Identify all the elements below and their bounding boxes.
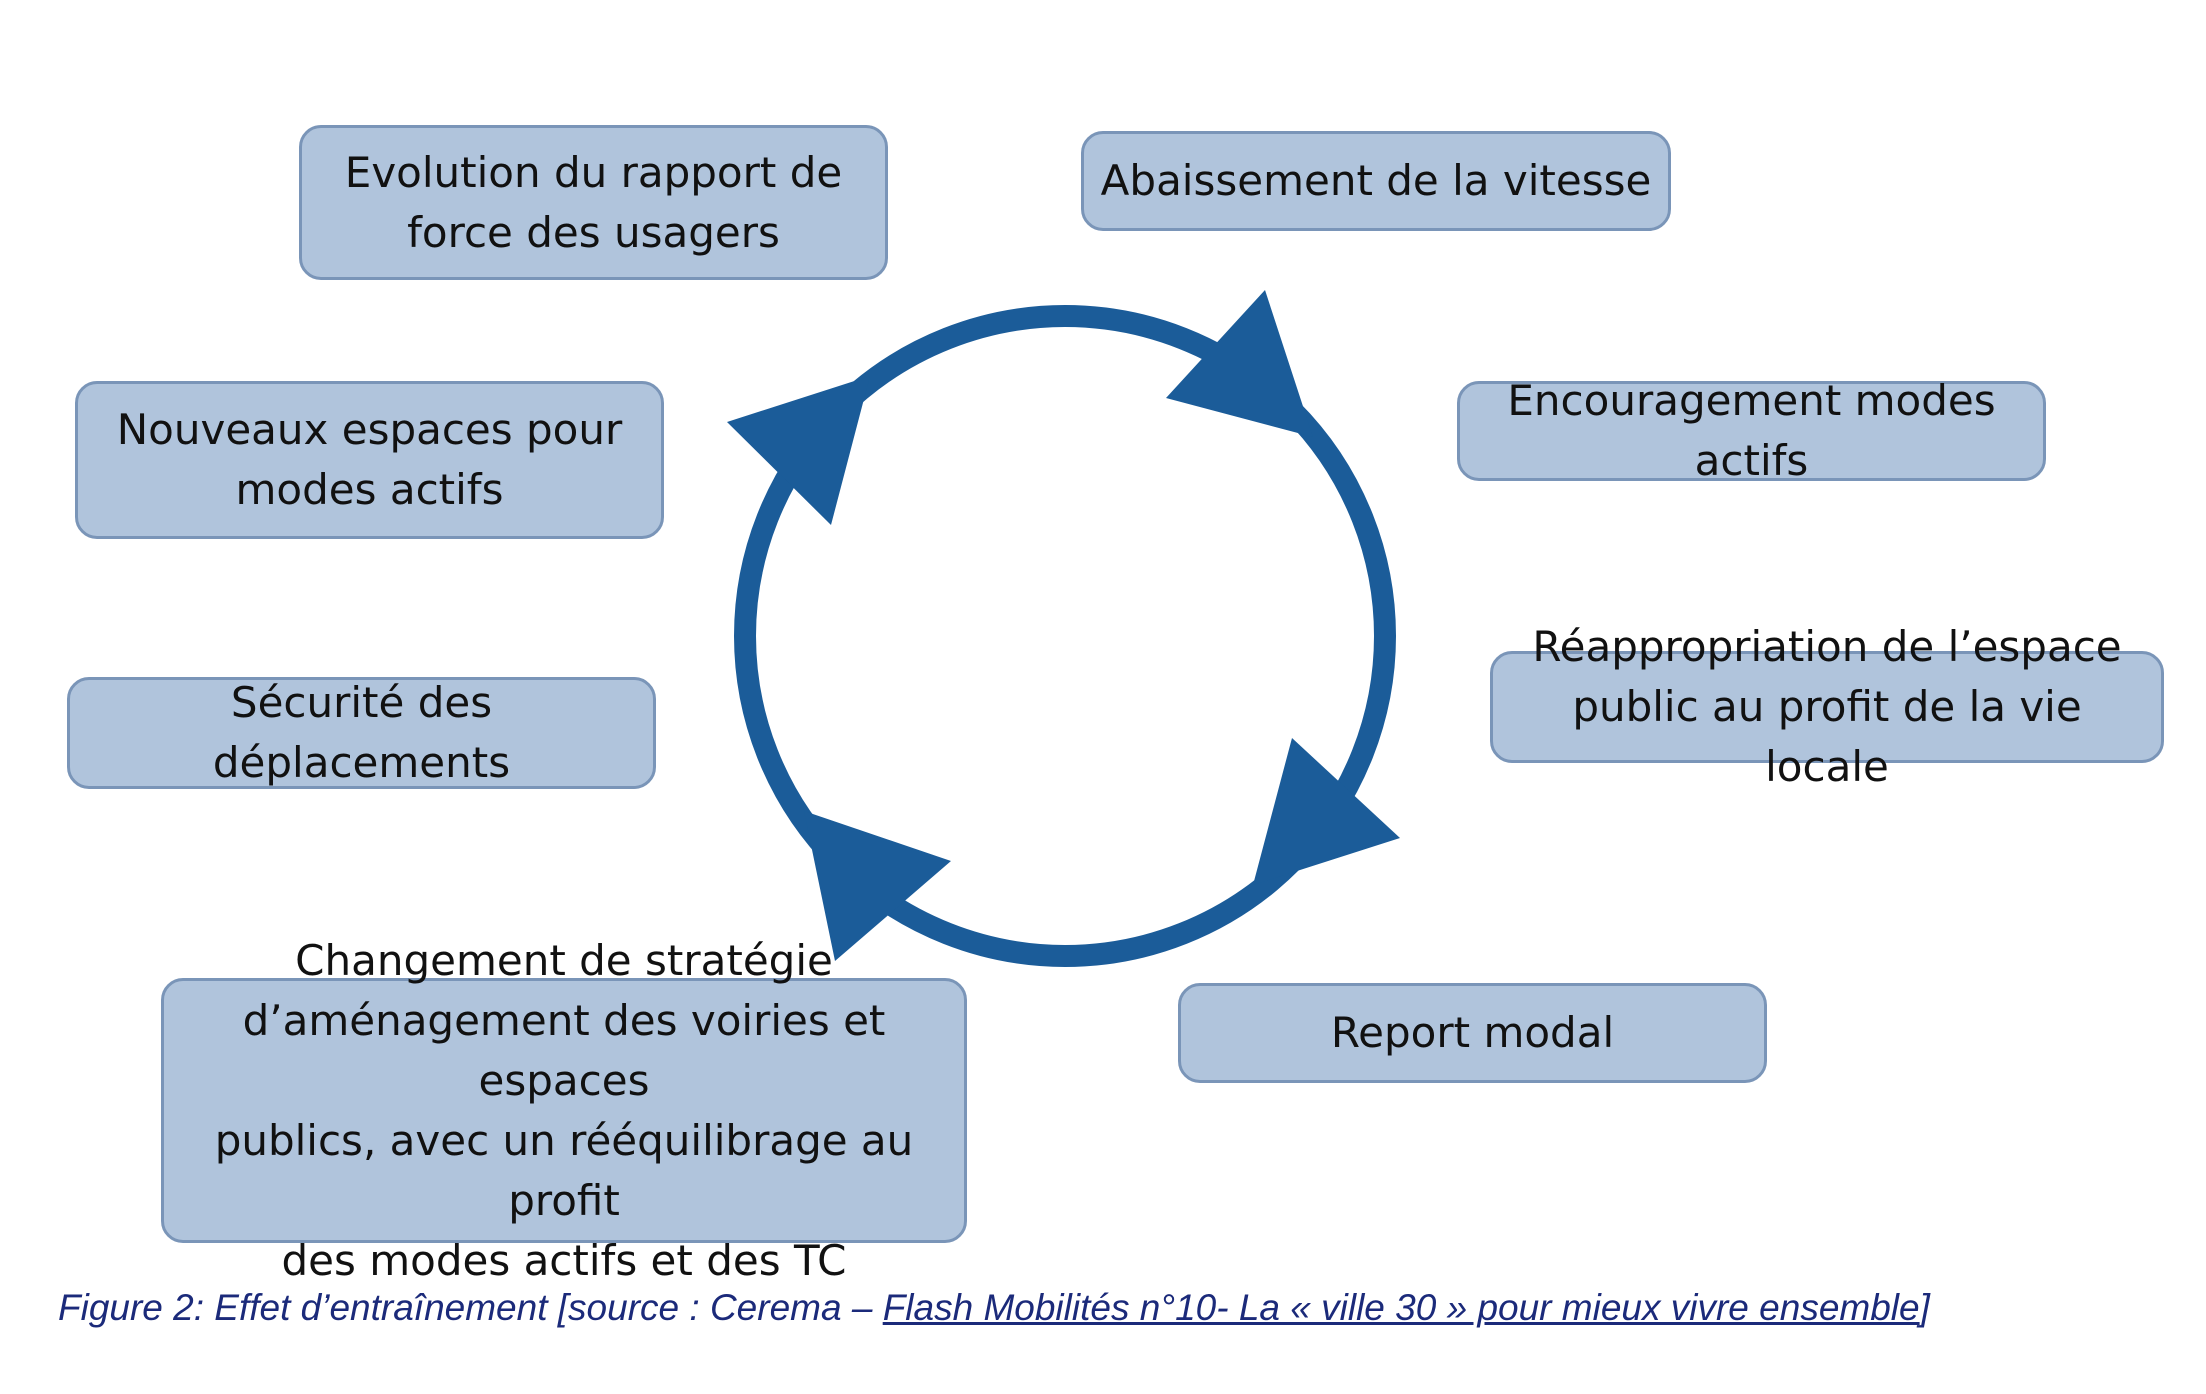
cycle-arrow-bottom-left bbox=[804, 811, 951, 961]
caption-source-link[interactable]: Flash Mobilités n°10- La « ville 30 » po… bbox=[882, 1287, 1920, 1328]
caption-prefix: Figure 2: Effet d’entraînement [source :… bbox=[58, 1287, 883, 1328]
box-securite-deplacements: Sécurité des déplacements bbox=[67, 677, 656, 789]
cycle-arrow-bottom-right bbox=[1253, 738, 1400, 885]
cycle-ring bbox=[734, 305, 1396, 967]
box-changement-strategie: Changement de stratégie d’aménagement de… bbox=[161, 936, 967, 1285]
cycle-arrow-top-left bbox=[727, 376, 870, 525]
caption-suffix: ] bbox=[1919, 1287, 1930, 1328]
box-abaissement-vitesse: Abaissement de la vitesse bbox=[1081, 131, 1671, 231]
cycle-arrow-top-right bbox=[1166, 290, 1313, 437]
box-encouragement-modes-actifs: Encouragement modes actifs bbox=[1457, 376, 2046, 485]
box-report-modal: Report modal bbox=[1178, 983, 1767, 1083]
box-reappropriation-espace: Réappropriation de l’espace public au pr… bbox=[1490, 622, 2164, 791]
box-evolution-rapport-force: Evolution du rapport de force des usager… bbox=[299, 125, 888, 280]
box-nouveaux-espaces: Nouveaux espaces pour modes actifs bbox=[75, 381, 664, 539]
figure-caption: Figure 2: Effet d’entraînement [source :… bbox=[58, 1287, 1930, 1329]
